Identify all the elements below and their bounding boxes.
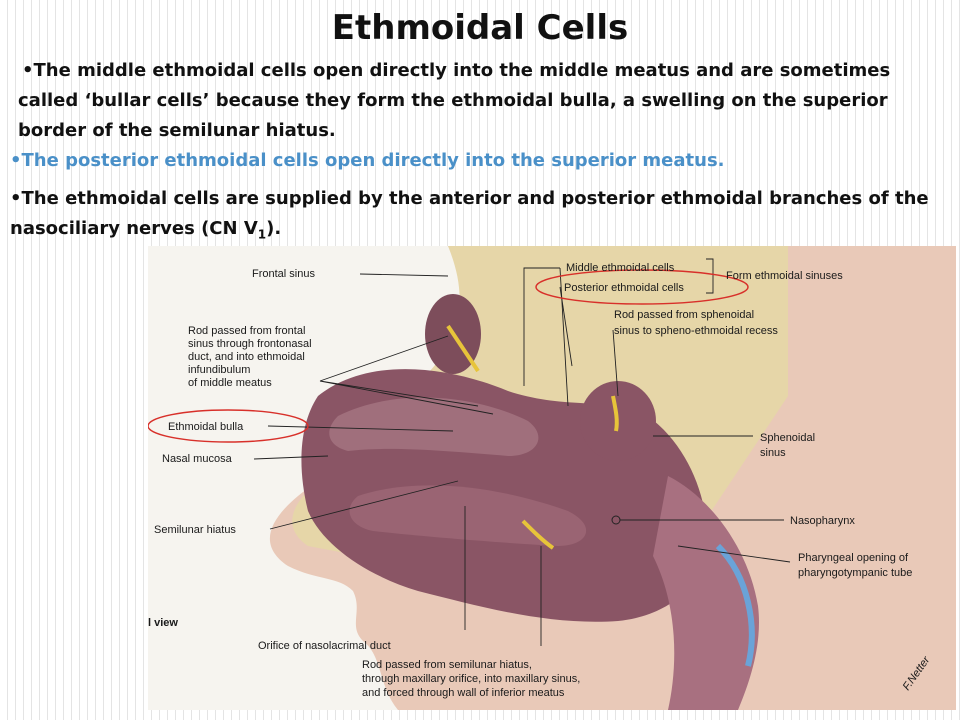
label-rod-frontal-1: Rod passed from frontal [188,325,305,337]
label-orifice: Orifice of nasolacrimal duct [258,640,391,652]
leader-nasal-mucosa [253,455,329,460]
label-rod-sphenoidal-2: sinus to spheno-ethmoidal recess [614,325,778,337]
inferior-concha-shape [349,485,587,546]
label-pharyngeal-2: pharyngotympanic tube [798,567,912,579]
label-nasopharynx: Nasopharynx [790,515,855,527]
label-semilunar-hiatus: Semilunar hiatus [154,524,236,536]
frontal-rod [446,324,480,373]
label-posterior-ethmoidal: Posterior ethmoidal cells [564,282,684,294]
anatomy-figure: Frontal sinus Rod passed from frontal si… [148,246,956,710]
label-middle-ethmoidal: Middle ethmoidal cells [566,262,675,274]
label-view: l view [148,617,178,629]
leader-posterior-ethmoidal [559,286,573,367]
label-sphenoidal-2: sinus [760,447,786,459]
leader-semilunar-hiatus [269,480,459,530]
nasal-cavity-illustration: Frontal sinus Rod passed from frontal si… [148,246,956,710]
slide-title: Ethmoidal Cells [331,8,629,48]
bullet-marker: • [10,150,22,171]
leader-ethmoidal-bulla [267,425,454,432]
annotation-oval-posterior [535,269,749,305]
leader-rod-sphenoidal [612,329,619,397]
form-ethmoidal-bracket [706,258,714,294]
bullet-marker: • [22,60,34,81]
label-rod-semilunar-3: and forced through wall of inferior meat… [362,687,565,699]
bullet-middle-ethmoidal: •The middle ethmoidal cells open directl… [18,56,948,146]
leader-frontal-sinus [359,273,449,277]
label-rod-sphenoidal-1: Rod passed from sphenoidal [614,309,754,321]
bullet-posterior-ethmoidal: •The posterior ethmoidal cells open dire… [10,146,950,176]
label-form-ethmoidal: Form ethmoidal sinuses [726,270,843,282]
nasopharynx-shape [653,476,759,710]
label-rod-semilunar-2: through maxillary orifice, into maxillar… [362,673,580,685]
tube-shape [715,543,755,667]
bullet-marker: • [10,188,22,209]
leader-middle-ethmoidal [523,267,569,407]
leader-rod-frontal [319,335,494,415]
label-ethmoidal-bulla: Ethmoidal bulla [168,421,244,433]
sphenoidal-rod [611,395,619,432]
label-frontal-sinus: Frontal sinus [252,268,315,280]
label-pharyngeal-1: Pharyngeal opening of [798,552,909,564]
leader-pharyngeal [677,545,791,563]
bullet-innervation: •The ethmoidal cells are supplied by the… [10,184,955,250]
label-rod-frontal-4: infundibulum [188,364,250,376]
label-nasal-mucosa: Nasal mucosa [162,453,233,465]
bullet-text: The ethmoidal cells are supplied by the … [10,188,929,239]
label-rod-frontal-2: sinus through frontonasal [188,338,312,350]
bullet-text: The middle ethmoidal cells open directly… [18,60,891,141]
bullet-text: The posterior ethmoidal cells open direc… [21,150,725,171]
label-rod-frontal-5: of middle meatus [188,377,272,389]
middle-concha-shape [329,397,539,456]
label-sphenoidal-1: Sphenoidal [760,432,815,444]
semilunar-rod [521,519,555,550]
label-rod-semilunar-1: Rod passed from semilunar hiatus, [362,659,532,671]
label-rod-frontal-3: duct, and into ethmoidal [188,351,305,363]
annotation-oval-bulla [148,409,309,443]
cn-subscript: 1 [257,227,267,242]
bullet-text-end: ). [266,218,282,239]
